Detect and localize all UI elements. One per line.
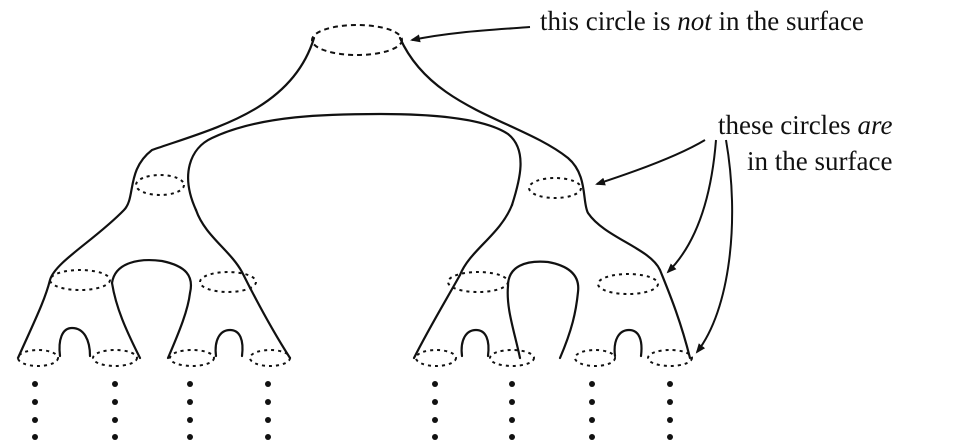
arrow-to-circle-level3-right [695, 139, 734, 354]
surface-inner-arch [187, 112, 522, 212]
surface-left-small-arch-2 [214, 328, 244, 358]
surface-right-small-arch-2 [613, 328, 643, 358]
circle-level2-3 [447, 271, 509, 293]
continuation-dots-5 [432, 381, 438, 440]
circle-level3-5 [415, 349, 457, 367]
arrow-to-circle-level1-right [595, 139, 706, 186]
surface-right-branch-inner [506, 284, 522, 360]
circle-level3-6 [489, 349, 535, 367]
annotation-side-line1: these circles are [718, 110, 893, 140]
circle-level1-right [528, 177, 582, 199]
continuation-dots-7 [589, 381, 595, 440]
surface-left-subtree [194, 208, 292, 360]
arrow-to-circle-level2-right [666, 139, 717, 274]
surface-left-arch [110, 259, 193, 360]
surface-left-small-arch-1 [58, 326, 92, 358]
continuation-dots-2 [112, 381, 118, 440]
arrow-to-top-circle [410, 26, 531, 43]
circle-level3-1 [17, 349, 59, 367]
circle-level3-3 [169, 349, 215, 367]
surface-right-arch [506, 260, 580, 360]
continuation-dots-6 [509, 381, 515, 440]
circle-level2-2 [199, 271, 257, 293]
continuation-dots-4 [265, 381, 271, 440]
circle-level3-8 [647, 349, 693, 367]
surface-right-small-arch-1 [460, 328, 490, 358]
surface-outer-left-boundary [16, 36, 316, 360]
circle-level3-2 [92, 349, 138, 367]
surface-outer-right-boundary [398, 36, 692, 360]
continuation-dots-8 [667, 381, 673, 440]
circle-level2-4 [597, 273, 659, 295]
continuation-dots-3 [187, 381, 193, 440]
annotation-side-line2: in the surface [747, 146, 893, 176]
circle-level2-1 [49, 269, 111, 291]
continuation-dots-1 [32, 381, 38, 440]
annotation-top: this circle is not in the surface [540, 6, 864, 36]
circle-level1-left [135, 174, 185, 196]
circle-level3-4 [249, 349, 291, 367]
circle-level3-7 [574, 349, 616, 367]
surface-right-subtree [412, 203, 514, 360]
top-circle-not-in-surface [311, 24, 403, 56]
surface-left-branch-inner [110, 281, 142, 360]
